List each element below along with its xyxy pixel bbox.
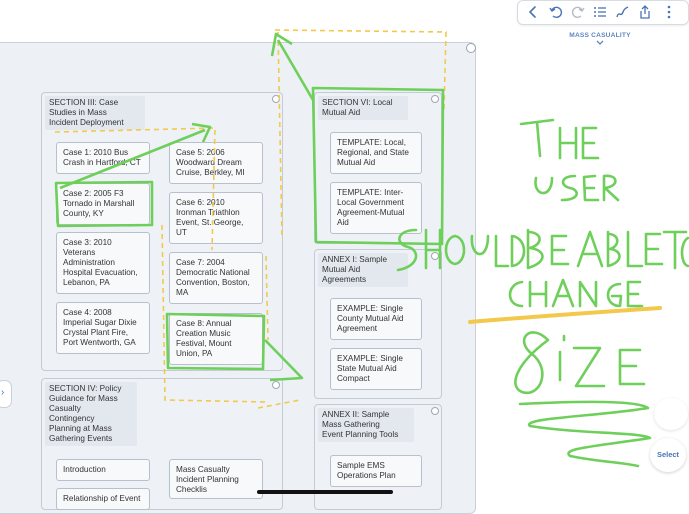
document-title[interactable]: MASS CASUALITY [569, 32, 631, 39]
template-local-regional-card[interactable]: TEMPLATE: Local, Regional, and State Mut… [330, 132, 422, 174]
board-resize-handle[interactable] [466, 43, 476, 53]
section-iv-title[interactable]: SECTION IV: Policy Guidance for Mass Cas… [45, 382, 137, 446]
redo-icon[interactable] [569, 4, 587, 20]
more-icon[interactable] [660, 4, 678, 20]
case-7-card[interactable]: Case 7: 2004 Democratic National Convent… [169, 252, 263, 304]
expand-left-button[interactable]: › [0, 380, 12, 408]
annex-i-handle[interactable] [431, 252, 439, 260]
annex-ii-title[interactable]: ANNEX II: Sample Mass Gathering Event Pl… [318, 408, 414, 442]
relationship-of-event-card[interactable]: Relationship of Event [56, 488, 150, 510]
side-action-button[interactable] [654, 398, 688, 430]
annex-i-title[interactable]: ANNEX I: Sample Mutual Aid Agreements [318, 253, 408, 287]
section-vi-title[interactable]: SECTION VI: Local Mutual Aid [318, 96, 408, 120]
case-6-card[interactable]: Case 6: 2010 Ironman Triathlon Event, St… [169, 192, 263, 244]
pen-icon[interactable] [614, 4, 632, 20]
example-single-county-card[interactable]: EXAMPLE: Single County Mutual Aid Agreem… [330, 298, 422, 340]
section-iii-handle[interactable] [272, 95, 280, 103]
back-icon[interactable] [524, 4, 542, 20]
sample-ems-plan-card[interactable]: Sample EMS Operations Plan [330, 455, 422, 487]
top-toolbar [517, 0, 689, 25]
case-4-card[interactable]: Case 4: 2008 Imperial Sugar Dixie Crysta… [56, 302, 150, 354]
example-single-state-card[interactable]: EXAMPLE: Single State Mutual Aid Compact [330, 348, 422, 390]
section-vi-handle[interactable] [431, 95, 439, 103]
case-8-card[interactable]: Case 8: Annual Creation Music Festival, … [169, 313, 263, 365]
undo-icon[interactable] [547, 4, 565, 20]
list-icon[interactable] [591, 4, 609, 20]
home-indicator [257, 490, 393, 494]
case-2-card[interactable]: Case 2: 2005 F3 Tornado in Marshall Coun… [56, 183, 150, 225]
template-inter-local-card[interactable]: TEMPLATE: Inter- Local Government Agreem… [330, 182, 422, 234]
share-icon[interactable] [636, 4, 654, 20]
case-1-card[interactable]: Case 1: 2010 Bus Crash in Hartford, CT [56, 142, 150, 174]
case-3-card[interactable]: Case 3: 2010 Veterans Administration Hos… [56, 232, 150, 294]
chevron-right-icon: › [1, 387, 5, 398]
case-5-card[interactable]: Case 5: 2006 Woodward Dream Cruise, Berk… [169, 142, 263, 184]
chevron-down-icon[interactable] [596, 40, 604, 46]
section-iv-handle[interactable] [272, 381, 280, 389]
section-iii-title[interactable]: SECTION III: Case Studies in Mass Incide… [45, 96, 145, 130]
select-button[interactable]: Select [650, 438, 686, 472]
annex-ii-handle[interactable] [431, 407, 439, 415]
introduction-card[interactable]: Introduction [56, 459, 150, 481]
mass-casualty-checklist-card[interactable]: Mass Casualty Incident Planning Checklis [169, 459, 263, 499]
